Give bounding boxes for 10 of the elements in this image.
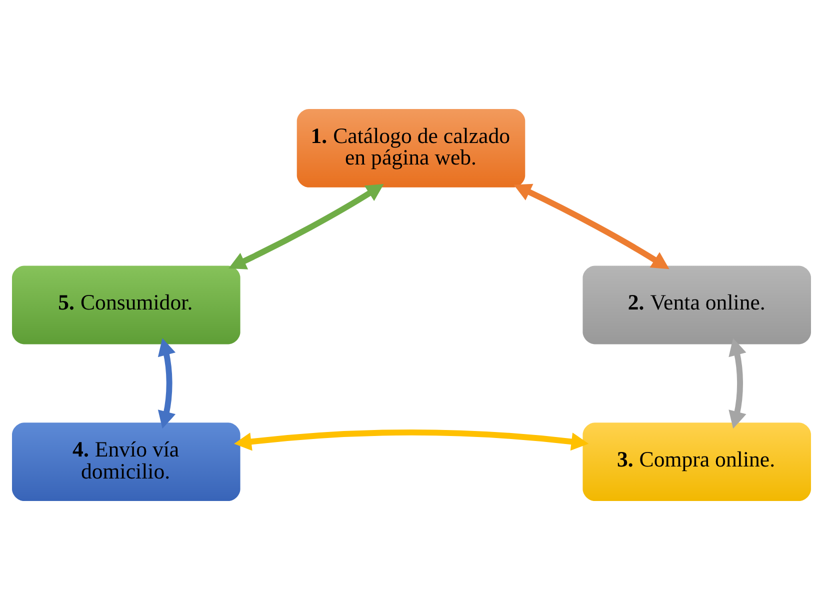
node-box: 4. Envío vía domicilio.	[12, 422, 240, 501]
arrow	[514, 183, 670, 269]
arrow	[228, 183, 384, 269]
node-box: 1. Catálogo de calzado en página web.	[296, 108, 526, 187]
arrow	[234, 428, 589, 450]
arrow	[728, 338, 746, 428]
node-box: 5. Consumidor.	[12, 265, 240, 344]
node-box: 2. Venta online.	[582, 265, 811, 344]
arrow	[158, 338, 176, 428]
node-box: 3. Compra online.	[582, 422, 811, 501]
